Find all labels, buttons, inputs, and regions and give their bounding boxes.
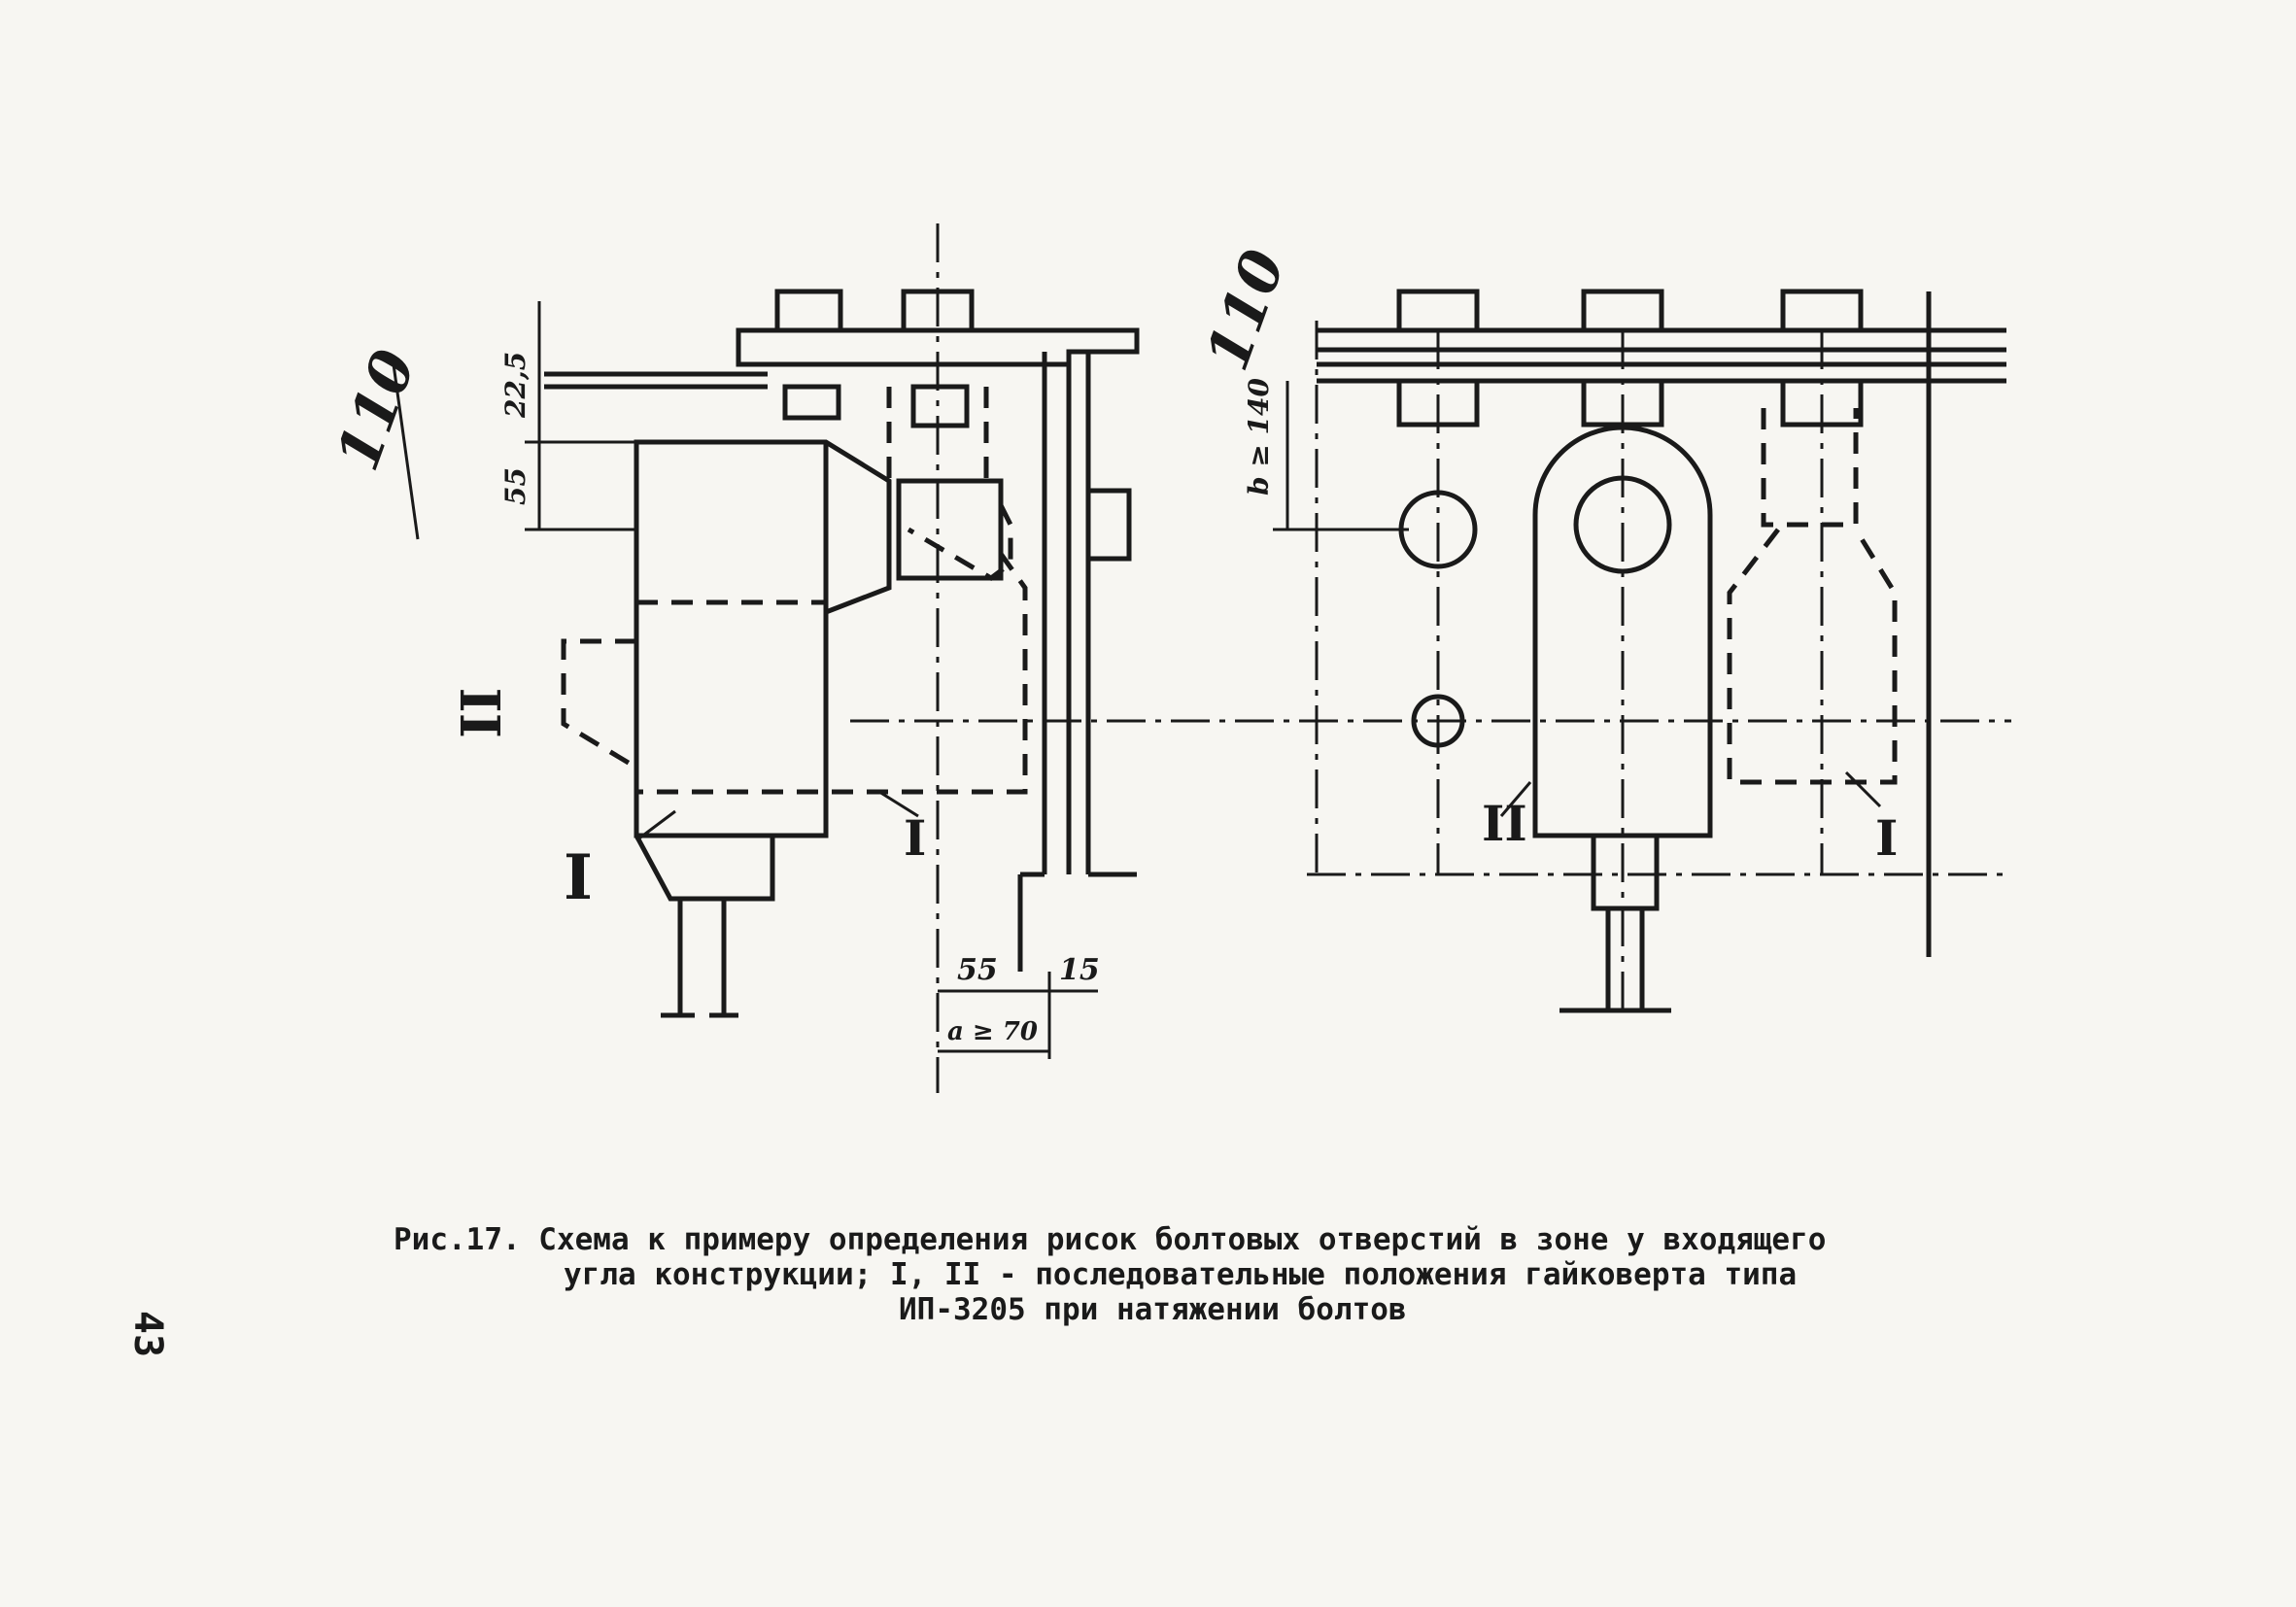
leader-I-bold	[635, 809, 676, 842]
right-wrench-II-stem	[1591, 836, 1660, 911]
right-nut-1	[1396, 378, 1480, 427]
bolt-head-2	[901, 289, 975, 333]
dim-a70: a ≥ 70	[947, 1017, 1038, 1046]
nut-1	[782, 384, 841, 421]
marker-II-right: II	[1482, 795, 1527, 852]
side-plate	[1085, 488, 1132, 562]
dim-22-5: 22,5	[499, 352, 531, 419]
caption-line-2: угла конструкции; I, II - последовательн…	[564, 1257, 1798, 1292]
dim-110-line	[392, 363, 420, 540]
nut-2	[910, 384, 970, 428]
wrench-I-body	[634, 439, 892, 838]
left-view	[392, 223, 1140, 1093]
dim-15: 15	[1059, 953, 1100, 987]
right-wrench-II	[1532, 425, 1713, 838]
dim-55-left: 55	[499, 467, 531, 505]
right-nut-3	[1780, 378, 1864, 427]
dim-110-right: 110	[1193, 241, 1299, 379]
caption-line-1: Рис.17. Схема к примеру определения рисо…	[394, 1222, 1827, 1257]
dim-110-left: 110	[324, 341, 429, 479]
marker-I-right: I	[1875, 809, 1898, 867]
leader-I-right	[1844, 770, 1882, 808]
wrench-socket	[896, 478, 1004, 581]
dim-55-bottom: 55	[957, 953, 998, 987]
figure-caption: Рис.17. Схема к примеру определения рисо…	[394, 1222, 1968, 1327]
right-wrench-II-socket	[1573, 475, 1672, 574]
marker-I-thin-left: I	[904, 809, 926, 867]
wrench-I-handle	[634, 834, 775, 902]
right-bolt-head-2	[1581, 289, 1664, 333]
hole-small	[1411, 694, 1465, 748]
bolt-head-1	[774, 289, 843, 333]
wrench-II-outline	[634, 552, 1028, 795]
right-bolt-head-1	[1396, 289, 1480, 333]
page-number: 43	[125, 1310, 171, 1358]
right-wrench-I-body	[1727, 528, 1898, 785]
leader-II-right	[1499, 781, 1532, 817]
wrench-II-upper	[886, 387, 989, 491]
right-bolt-head-3	[1780, 289, 1864, 333]
leader-I-thin	[878, 790, 919, 818]
right-view	[850, 289, 2011, 1013]
marker-II-left: II	[450, 688, 514, 738]
caption-line-3: ИП-3205 при натяжении болтов	[899, 1292, 1407, 1327]
dim-b140: b ≥ 140	[1243, 378, 1275, 496]
right-nut-2	[1581, 378, 1664, 427]
wrench-II-handle	[561, 638, 638, 770]
wrench-II-head	[907, 503, 1013, 581]
marker-I-bold-left: I	[564, 841, 593, 914]
